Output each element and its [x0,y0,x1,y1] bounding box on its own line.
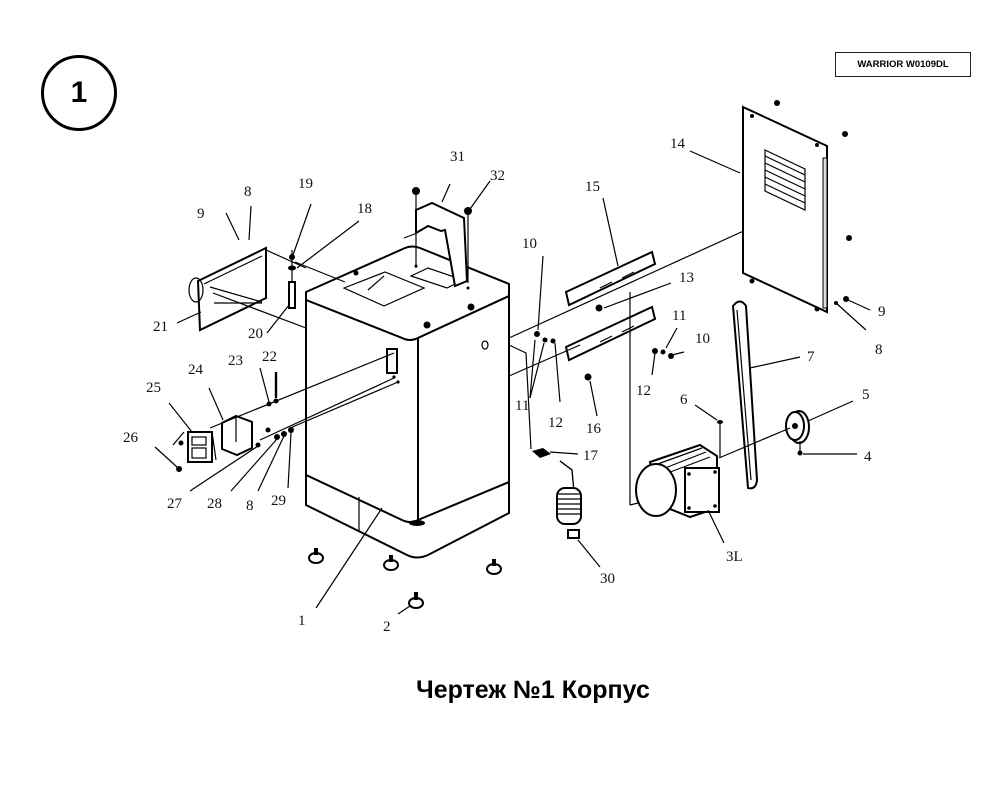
key [717,420,723,457]
hinge-pin-assembly [288,250,296,309]
cabinet-body [305,245,510,559]
cable-clamp [532,448,551,458]
callout-2: 2 [383,619,391,635]
callout-16: 16 [586,421,602,437]
callout-30: 30 [600,571,615,587]
callout-18: 18 [357,201,372,217]
leader-lines [154,150,871,615]
foot [308,548,324,564]
callout-26: 26 [123,430,139,446]
switch-assembly [176,352,399,472]
motor-bracket-rails [508,212,784,506]
foot [408,592,424,609]
callout-4: 4 [864,449,872,465]
callout-24: 24 [188,362,204,378]
drawing-caption: Чертеж №1 Корпус [416,676,650,704]
motor [635,427,791,519]
callout-7: 7 [807,349,815,365]
pulley [785,410,810,456]
model-label-box: WARRIOR W0109DL [835,52,971,77]
callout-32: 32 [490,168,505,184]
callout-8-switch: 8 [246,498,254,514]
vent-louvers [764,149,806,211]
switch-cover [188,246,267,332]
callout-19: 19 [298,176,313,192]
callout-1: 1 [298,613,306,629]
callout-31: 31 [450,149,465,165]
callout-11-left: 11 [515,398,529,414]
callout-8-cover: 8 [244,184,252,200]
callout-29: 29 [271,493,286,509]
callout-22: 22 [262,349,277,365]
callout-5: 5 [862,387,870,403]
callout-10-right: 10 [695,331,710,347]
callout-11-right: 11 [672,308,686,324]
callout-8-panel: 8 [875,342,883,358]
callout-17: 17 [583,448,599,464]
callout-23: 23 [228,353,243,369]
belt [731,300,759,490]
callout-12-right: 12 [636,383,651,399]
callout-6: 6 [680,392,688,408]
callout-25: 25 [146,380,161,396]
callout-14: 14 [670,136,686,152]
feet [308,548,502,609]
callout-9-cover: 9 [197,206,205,222]
callout-28: 28 [207,496,222,512]
callout-13: 13 [679,270,694,286]
sheet-number-badge: 1 [41,55,117,131]
foot [486,559,502,575]
side-panel [742,100,852,314]
callout-20: 20 [248,326,263,342]
cable-strain-relief [508,344,582,539]
callout-10-left: 10 [522,236,537,252]
model-label: WARRIOR W0109DL [857,59,949,70]
sheet-number: 1 [70,76,88,109]
foot [383,555,399,571]
callout-15: 15 [585,179,600,195]
callout-labels: 1 2 3L 4 5 6 7 8 8 8 9 9 10 10 11 11 12 … [123,136,886,635]
callout-27: 27 [167,496,183,512]
top-bracket [403,187,472,288]
callout-9-panel: 9 [878,304,886,320]
callout-3L: 3L [726,549,743,565]
callout-21: 21 [153,319,168,335]
callout-12-left: 12 [548,415,563,431]
